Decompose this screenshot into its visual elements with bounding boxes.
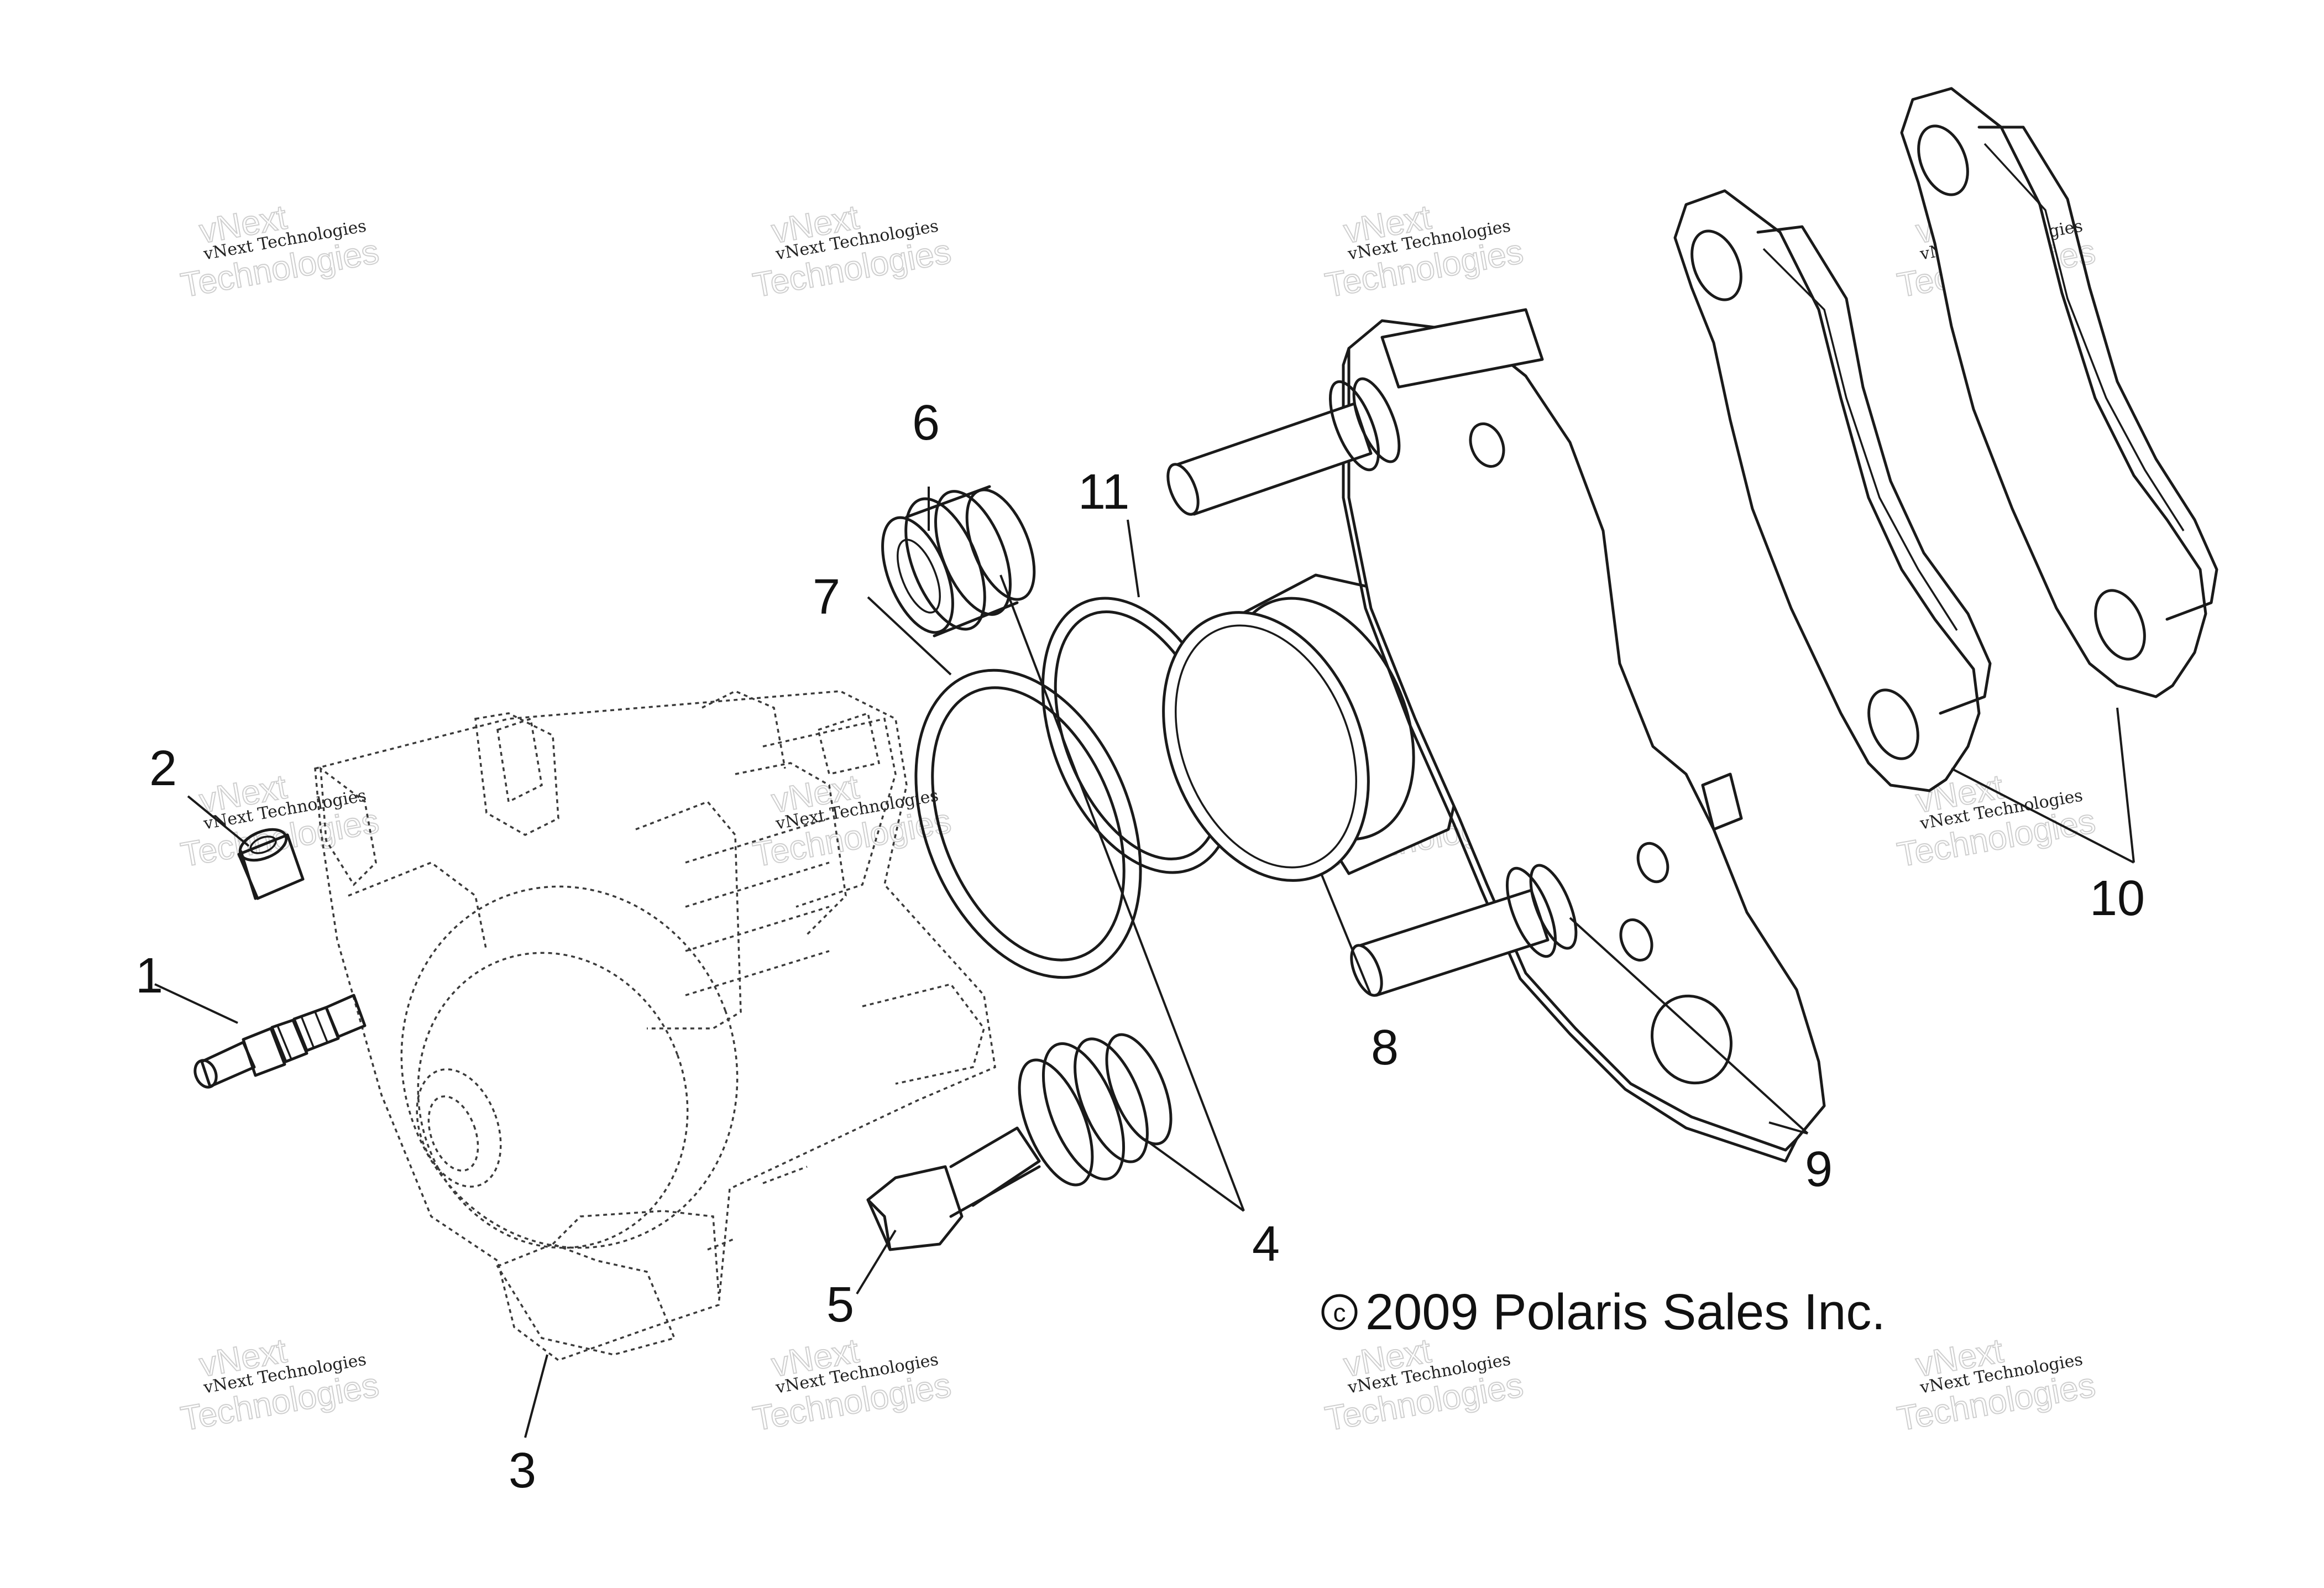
copyright-notice: c 2009 Polaris Sales Inc. <box>1321 1284 1886 1340</box>
part-10-brake-pad-outer <box>1900 87 2218 698</box>
copyright-icon <box>1321 1294 1358 1330</box>
callouts: 1 2 3 4 5 6 7 8 9 10 11 <box>135 395 2145 1498</box>
callout-2: 2 <box>149 741 177 796</box>
part-2-nut <box>237 828 305 900</box>
part-7-seal-ring <box>914 668 1142 979</box>
callout-9: 9 <box>1805 1142 1833 1197</box>
copyright-symbol-letter: c <box>1333 1298 1346 1327</box>
callout-4: 4 <box>1252 1216 1280 1272</box>
callout-11: 11 <box>1078 464 1129 520</box>
callout-3: 3 <box>509 1443 536 1498</box>
part-6-boot <box>881 485 1036 638</box>
part-1-bleed-screw <box>193 994 367 1089</box>
callout-6: 6 <box>912 395 940 451</box>
callout-10: 10 <box>2090 871 2145 926</box>
callout-7: 7 <box>813 570 840 625</box>
copyright-text: 2009 Polaris Sales Inc. <box>1365 1284 1886 1340</box>
callout-5: 5 <box>826 1277 854 1333</box>
caliper-body <box>314 690 996 1361</box>
part-10-brake-pad-inner <box>1673 189 1992 792</box>
leader-lines <box>154 487 2135 1438</box>
part-9-bracket <box>1166 308 1826 1163</box>
callout-1: 1 <box>135 948 163 1004</box>
callout-8: 8 <box>1371 1020 1399 1075</box>
part-5-slide-pin <box>866 1033 1173 1251</box>
